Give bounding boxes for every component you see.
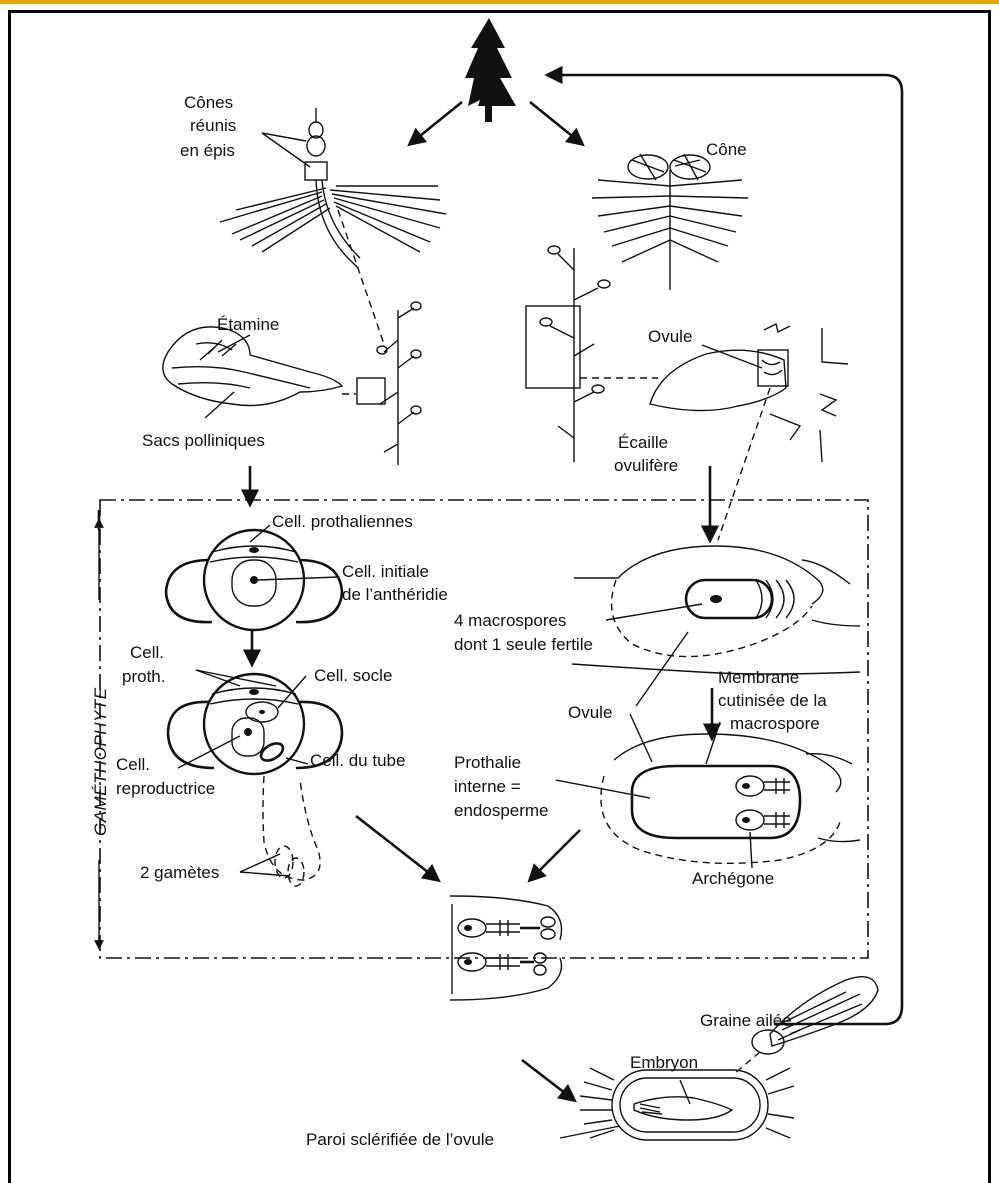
- gametophyte-boundary: [99, 499, 869, 959]
- label-prothallial-cells: Cell. prothaliennes: [272, 512, 413, 531]
- label-prothallus-line2: interne =: [454, 777, 521, 796]
- label-archegonium: Archégone: [692, 869, 774, 888]
- label-cone: Cône: [706, 140, 747, 159]
- label-tube-cell: Cell. du tube: [310, 751, 405, 770]
- ovule-macrospores-illustration: [571, 545, 861, 675]
- female-stem-detail: [539, 245, 611, 462]
- female-branch-illustration: [591, 153, 749, 290]
- label-antheridial-initial-line1: Cell. initiale: [342, 562, 429, 581]
- label-ovuliferous-scale-line2: ovulifère: [614, 456, 678, 475]
- cycle-return-arrow: [544, 65, 904, 1026]
- label-membrane-line2: cutinisée de la: [718, 691, 827, 710]
- label-winged-seed: Graine ailée: [700, 1011, 792, 1030]
- seed-illustration: [579, 1067, 795, 1141]
- pollen-grain-2: [166, 672, 344, 776]
- fertilization-illustration: [449, 895, 563, 1001]
- pollen-grain-1: [164, 528, 344, 632]
- male-stem-detail: [376, 301, 422, 465]
- label-prothallial-short-line1: Cell.: [130, 643, 164, 662]
- label-gametophyte: GAMÉTHOPHYTE: [91, 687, 110, 836]
- cone-scale-outline-detail: [819, 328, 849, 463]
- label-membrane-line1: Membrane: [718, 668, 799, 687]
- label-cones-grouped-line1: Cônes: [184, 93, 233, 112]
- leader-lines: [177, 132, 801, 1139]
- pine-tree-icon: [465, 18, 516, 122]
- label-ovuliferous-scale-line1: Écaille: [618, 433, 668, 452]
- label-embryo: Embryon: [630, 1053, 698, 1072]
- label-macrospores-line1: 4 macrospores: [454, 611, 566, 630]
- label-pollen-sacs: Sacs polliniques: [142, 431, 265, 450]
- ovuliferous-scale-illustration: [649, 322, 802, 441]
- arrow-tree-to-male: [407, 100, 463, 147]
- label-generative-cell-line2: reproductrice: [116, 779, 215, 798]
- label-stamen: Étamine: [217, 315, 279, 334]
- label-ovule-mid: Ovule: [568, 703, 612, 722]
- stamen-illustration: [162, 326, 344, 407]
- label-stalk-cell: Cell. socle: [314, 666, 392, 685]
- pollen-tube: [262, 775, 321, 887]
- label-seed-coat: Paroi sclérifiée de l’ovule: [306, 1130, 494, 1149]
- label-antheridial-initial-line2: de l’anthéridie: [342, 585, 448, 604]
- ovule-prothallus-illustration: [600, 733, 861, 865]
- female-zoom-box: [525, 305, 581, 389]
- label-cones-grouped-line3: en épis: [180, 141, 235, 160]
- label-generative-cell-line1: Cell.: [116, 755, 150, 774]
- male-branch-illustration: [219, 108, 447, 269]
- label-membrane-line3: macrospore: [730, 714, 820, 733]
- label-two-gametes: 2 gamètes: [140, 863, 219, 882]
- label-macrospores-line2: dont 1 seule fertile: [454, 635, 593, 654]
- diagram-panel: [8, 10, 991, 1183]
- label-cones-grouped-line2: réunis: [190, 116, 236, 135]
- label-ovule-top: Ovule: [648, 327, 692, 346]
- label-prothallus-line3: endosperme: [454, 801, 549, 820]
- winged-seed-illustration: [751, 976, 879, 1055]
- stamen-zoom-box: [356, 377, 386, 405]
- label-prothallus-line1: Prothalie: [454, 753, 521, 772]
- label-prothallial-short-line2: proth.: [122, 667, 165, 686]
- arrow-tree-to-female: [529, 100, 585, 147]
